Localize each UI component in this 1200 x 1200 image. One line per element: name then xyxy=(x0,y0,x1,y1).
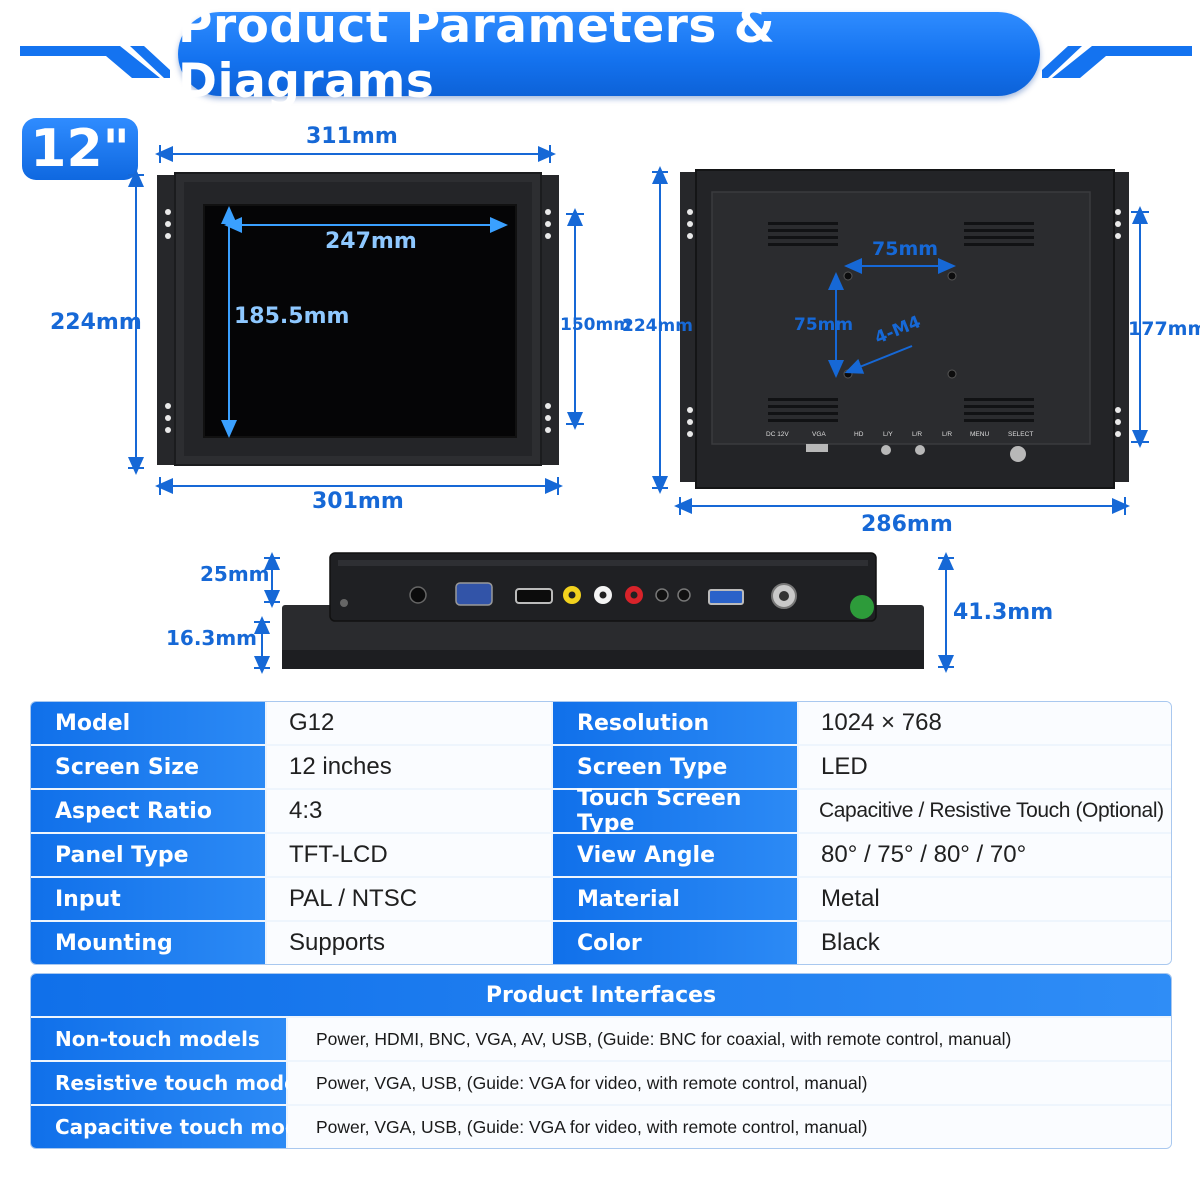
port-label: L/R xyxy=(942,431,953,438)
table-row: Input PAL / NTSC Material Metal xyxy=(31,878,1171,922)
spec-key: Touch Screen Type xyxy=(553,786,797,836)
spec-key: Screen Type xyxy=(553,746,797,788)
spec-key: Model xyxy=(31,702,265,744)
header-left-stripes xyxy=(20,46,170,78)
rear-hole-spacing: 177mm xyxy=(1128,318,1200,340)
front-overall-width: 311mm xyxy=(306,124,398,149)
spec-value: Metal xyxy=(799,878,1171,920)
table-row: Resistive touch models Power, VGA, USB, … xyxy=(31,1062,1171,1106)
spec-value: G12 xyxy=(267,702,551,744)
interface-value: Power, VGA, USB, (Guide: VGA for video, … xyxy=(288,1106,1171,1148)
table-row: Capacitive touch models Power, VGA, USB,… xyxy=(31,1106,1171,1148)
interface-key: Capacitive touch models xyxy=(31,1106,332,1148)
side-top-depth: 25mm xyxy=(200,562,270,586)
spec-value: Capacitive / Resistive Touch (Optional) xyxy=(799,790,1171,832)
interface-key: Resistive touch models xyxy=(31,1062,316,1104)
spec-key: Material xyxy=(553,878,797,920)
side-bottom-depth: 16.3mm xyxy=(166,626,258,650)
spec-key: Input xyxy=(31,878,265,920)
interfaces-title: Product Interfaces xyxy=(31,974,1171,1016)
rear-overall-height: 224mm xyxy=(622,316,693,336)
header-right-stripes xyxy=(1042,46,1192,78)
spec-key: Screen Size xyxy=(31,746,265,788)
interfaces-table: Product Interfaces Non-touch models Powe… xyxy=(30,973,1172,1149)
spec-value: 4:3 xyxy=(267,790,551,832)
spec-key: Mounting xyxy=(31,922,265,964)
table-row: Panel Type TFT-LCD View Angle 80° / 75° … xyxy=(31,834,1171,878)
spec-key: Aspect Ratio xyxy=(31,790,265,832)
front-bottom-width: 301mm xyxy=(312,489,404,514)
spec-key: Resolution xyxy=(553,702,797,744)
rear-vesa-vertical: 75mm xyxy=(794,315,854,335)
interface-key: Non-touch models xyxy=(31,1018,286,1060)
size-badge: 12" xyxy=(22,118,138,180)
port-label: L/R xyxy=(912,431,923,438)
spec-value: 80° / 75° / 80° / 70° xyxy=(799,834,1171,876)
spec-value: 1024 × 768 xyxy=(799,702,1171,744)
interface-value: Power, VGA, USB, (Guide: VGA for video, … xyxy=(288,1062,1171,1104)
port-label: L/Y xyxy=(883,431,893,438)
spec-value: TFT-LCD xyxy=(267,834,551,876)
spec-value: Supports xyxy=(267,922,551,964)
table-row: Screen Size 12 inches Screen Type LED xyxy=(31,746,1171,790)
front-screen-height: 185.5mm xyxy=(234,304,350,329)
spec-value: 12 inches xyxy=(267,746,551,788)
front-overall-height: 224mm xyxy=(50,310,142,335)
spec-value: PAL / NTSC xyxy=(267,878,551,920)
rear-vesa-horizontal: 75mm xyxy=(872,238,939,260)
front-view-diagram xyxy=(128,145,584,495)
table-row: Non-touch models Power, HDMI, BNC, VGA, … xyxy=(31,1018,1171,1062)
spec-key: Color xyxy=(553,922,797,964)
port-label: SELECT xyxy=(1008,431,1034,438)
interface-value: Power, HDMI, BNC, VGA, AV, USB, (Guide: … xyxy=(288,1018,1171,1060)
table-row: Aspect Ratio 4:3 Touch Screen Type Capac… xyxy=(31,786,1171,836)
port-label: HD xyxy=(854,431,864,438)
side-view-diagram xyxy=(254,552,954,674)
rear-overall-width: 286mm xyxy=(861,512,953,537)
rear-view-diagram xyxy=(652,166,1149,515)
side-total-depth: 41.3mm xyxy=(953,600,1054,625)
port-label: DC 12V xyxy=(766,431,789,438)
spec-key: Panel Type xyxy=(31,834,265,876)
specs-table: Model G12 Resolution 1024 × 768 Screen S… xyxy=(30,701,1172,965)
spec-value: Black xyxy=(799,922,1171,964)
table-row: Model G12 Resolution 1024 × 768 xyxy=(31,702,1171,746)
port-label: VGA xyxy=(812,431,826,438)
rear-port-labels: DC 12V VGA HD L/Y L/R L/R MENU SELECT xyxy=(766,431,1066,441)
page-title: Product Parameters & Diagrams xyxy=(178,0,776,109)
front-hole-spacing: 150mm xyxy=(560,315,631,335)
front-screen-width: 247mm xyxy=(325,229,417,254)
table-row: Mounting Supports Color Black xyxy=(31,922,1171,964)
title-banner: Product Parameters & Diagrams xyxy=(178,0,1040,109)
spec-value: LED xyxy=(799,746,1171,788)
spec-key: View Angle xyxy=(553,834,797,876)
port-label: MENU xyxy=(970,431,990,438)
